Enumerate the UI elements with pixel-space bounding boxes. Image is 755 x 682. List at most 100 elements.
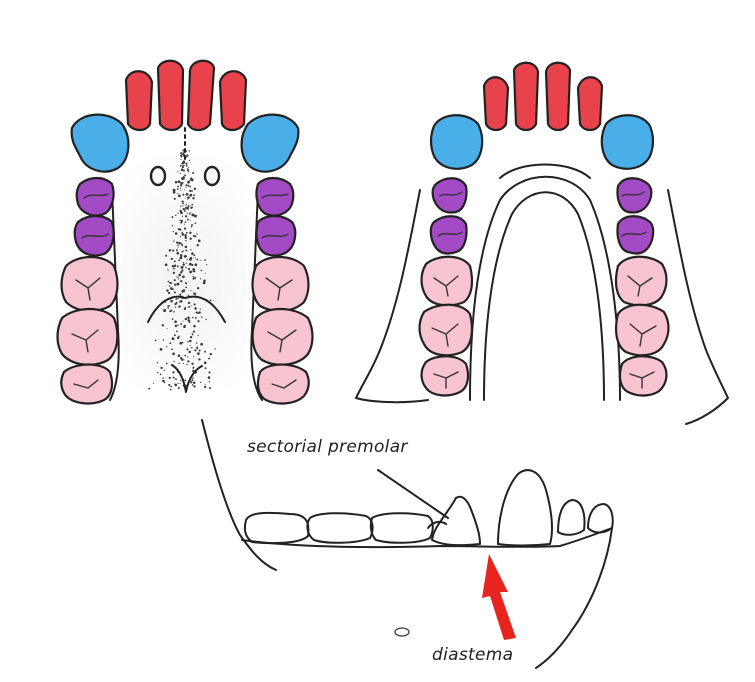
palate-dot <box>180 184 182 186</box>
palate-dot <box>165 254 168 257</box>
palate-dot <box>185 239 187 242</box>
left-premolar-l2-cusp <box>81 233 109 239</box>
palate-dot <box>179 382 181 384</box>
palate-dot <box>191 203 194 206</box>
palate-dot <box>180 158 182 160</box>
mental-foramen <box>394 627 410 637</box>
palate-dot <box>189 220 191 222</box>
palate-dot <box>209 352 212 356</box>
palate-dot <box>173 360 175 363</box>
lateral-small-premolar <box>427 520 447 529</box>
palate-dot <box>188 268 191 271</box>
palate-dot <box>190 178 194 182</box>
palate-dot <box>187 316 190 320</box>
palate-dot <box>193 187 197 191</box>
palate-dot <box>175 301 178 304</box>
right-premolar-l2 <box>429 215 468 255</box>
palate-dot <box>192 277 195 280</box>
palate-dot <box>180 189 182 192</box>
palate-dot <box>193 355 195 357</box>
palate-dot <box>179 254 183 257</box>
palate-dot <box>163 369 165 371</box>
palate-dot <box>185 162 188 165</box>
palate-dot <box>190 249 192 251</box>
right-incisor-3 <box>544 61 572 132</box>
palate-dot <box>170 300 173 303</box>
palate-dot <box>173 197 176 200</box>
palate-dot <box>177 335 180 338</box>
left-upper-jaw <box>56 59 314 405</box>
palate-dot <box>170 309 173 312</box>
palate-dot <box>187 184 190 187</box>
right-premolar-r2-cusp <box>621 231 647 237</box>
palate-dot <box>180 271 183 274</box>
palate-dot <box>177 324 179 326</box>
palate-dot <box>179 172 181 174</box>
lateral-sectorial-premolar <box>431 495 481 547</box>
palate-dot <box>177 171 179 173</box>
palate-dot <box>182 149 185 151</box>
right-incisor-4 <box>576 76 604 132</box>
right-molar-l1 <box>420 255 474 307</box>
palate-dot <box>174 214 177 217</box>
lateral-molar-2 <box>306 512 374 544</box>
palate-dot <box>192 234 195 237</box>
palate-dot <box>177 386 180 390</box>
palate-dot <box>203 361 207 365</box>
palate-dot <box>177 185 180 188</box>
right-canine-left <box>429 114 484 170</box>
left-molar-r1-cusp <box>265 277 293 301</box>
palate-dot <box>188 350 191 354</box>
palate-dot <box>166 289 169 292</box>
red-up-arrow <box>482 554 516 640</box>
palate-dot <box>173 240 175 242</box>
palate-dot <box>167 305 170 307</box>
palate-dot <box>177 180 181 184</box>
palate-dot <box>172 188 176 192</box>
palate-dot <box>192 330 196 333</box>
palate-dot <box>182 261 185 264</box>
right-premolar-r2 <box>616 215 655 255</box>
palate-dot <box>178 305 181 308</box>
palate-dot <box>173 334 176 337</box>
palate-dot <box>171 348 173 351</box>
palate-dot <box>190 344 192 347</box>
palate-dot <box>152 382 155 384</box>
palate-dot <box>189 336 193 339</box>
palate-dot <box>187 205 190 208</box>
palate-dot <box>196 258 199 261</box>
palate-dot <box>208 371 211 374</box>
palate-dot <box>187 301 191 305</box>
palate-dot <box>208 381 211 383</box>
left-molar-r3-cusp <box>271 379 297 389</box>
palate-dot <box>172 190 176 194</box>
palate-dot <box>190 381 193 384</box>
palate-dot <box>168 249 172 252</box>
right-premolar-l1-cusp <box>439 191 463 197</box>
palate-dot <box>187 196 190 199</box>
palate-dot <box>172 271 176 275</box>
palate-dot <box>185 184 188 187</box>
palate-dot <box>207 376 211 379</box>
palate-dot <box>182 341 184 344</box>
lateral-jaw-lower <box>241 527 613 549</box>
right-incisor-2 <box>512 61 540 132</box>
palate-dot <box>186 169 190 172</box>
palate-dot <box>209 387 212 390</box>
palate-dot <box>172 288 175 290</box>
left-premolar-r2-cusp <box>261 233 289 239</box>
palate-dot <box>184 234 187 237</box>
palate-dot <box>171 216 174 219</box>
palate-dot <box>173 291 177 294</box>
palate-dot <box>183 189 185 191</box>
palate-dot <box>204 272 206 274</box>
palate-dot <box>170 299 172 301</box>
palate-dot <box>176 241 179 244</box>
palate-dot <box>194 263 198 267</box>
right-molar-l3-cusp <box>433 371 459 389</box>
palate-dot <box>200 316 203 318</box>
palate-dot <box>168 383 171 387</box>
palate-dot <box>180 323 183 325</box>
palate-dot <box>168 285 171 287</box>
